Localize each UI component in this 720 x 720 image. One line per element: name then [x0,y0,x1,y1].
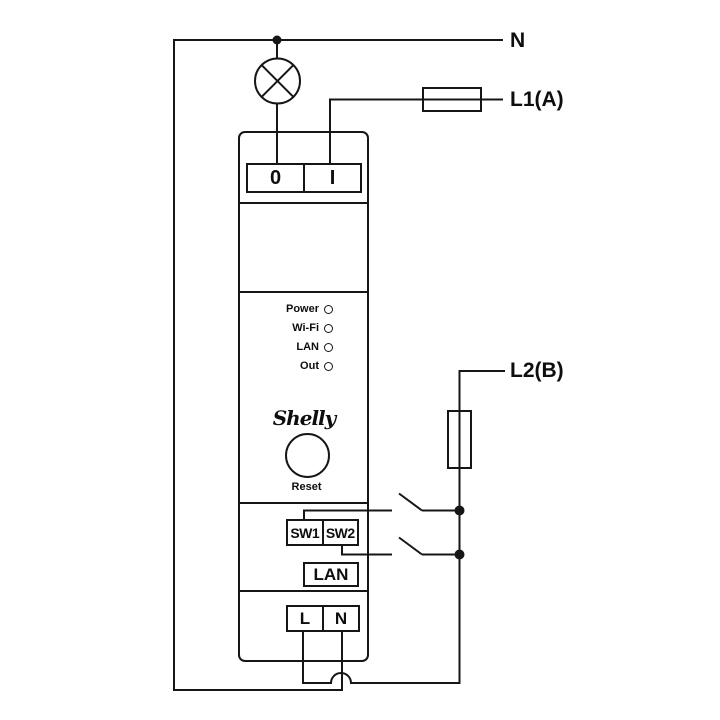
fuse-icon-l1 [422,87,482,112]
device-section-divider [240,202,367,204]
lan-led-icon [324,343,333,352]
led-label-out: Out [300,360,319,372]
reset-button[interactable] [285,433,330,478]
switch1-blade-icon [398,492,423,512]
terminal-input: I [303,165,360,191]
power-led-icon [324,305,333,314]
device-section-divider [240,590,367,592]
top-terminal-strip: 0 I [246,163,362,193]
fuse-icon-l2 [447,410,472,469]
led-row-out: Out [238,357,333,376]
neutral-line-label: N [510,29,526,52]
lan-port: LAN [303,562,359,587]
bottom-terminal-strip: L N [286,605,360,632]
terminal-sw2: SW2 [321,521,358,544]
neutral-wire [173,39,503,691]
terminal-output: 0 [269,166,282,189]
device-section-divider [240,502,367,504]
lan-port-label: LAN [313,564,349,584]
junction-dot [454,505,465,516]
switch-terminal-strip: SW1 SW2 [286,519,359,546]
junction-dot [272,35,282,45]
lamp-icon-cross [260,64,295,98]
led-label-lan: LAN [296,341,319,353]
wifi-led-icon [324,324,333,333]
device-section-divider [240,291,367,293]
terminal-sw1: SW1 [290,524,320,541]
line1-wire [329,98,503,163]
junction-dot [454,549,465,560]
terminal-l: L [299,608,311,628]
out-led-icon [324,362,333,371]
led-label-wifi: Wi-Fi [292,322,319,334]
led-status-panel: Power Wi-Fi LAN Out [238,300,333,376]
sw2-feed-wire [341,546,392,556]
sw1-feed-wire [303,509,392,519]
brand-logo: Shelly [272,406,337,430]
led-row-lan: LAN [238,338,333,357]
terminal-n: N [322,607,358,630]
reset-label: Reset [291,481,322,493]
line1-label: L1(A) [510,88,564,111]
line2-label: L2(B) [510,359,564,382]
led-row-power: Power [238,300,333,319]
line2-wire [302,370,505,684]
switch2-blade-icon [398,536,423,556]
led-label-power: Power [285,303,319,315]
led-row-wifi: Wi-Fi [238,319,333,338]
